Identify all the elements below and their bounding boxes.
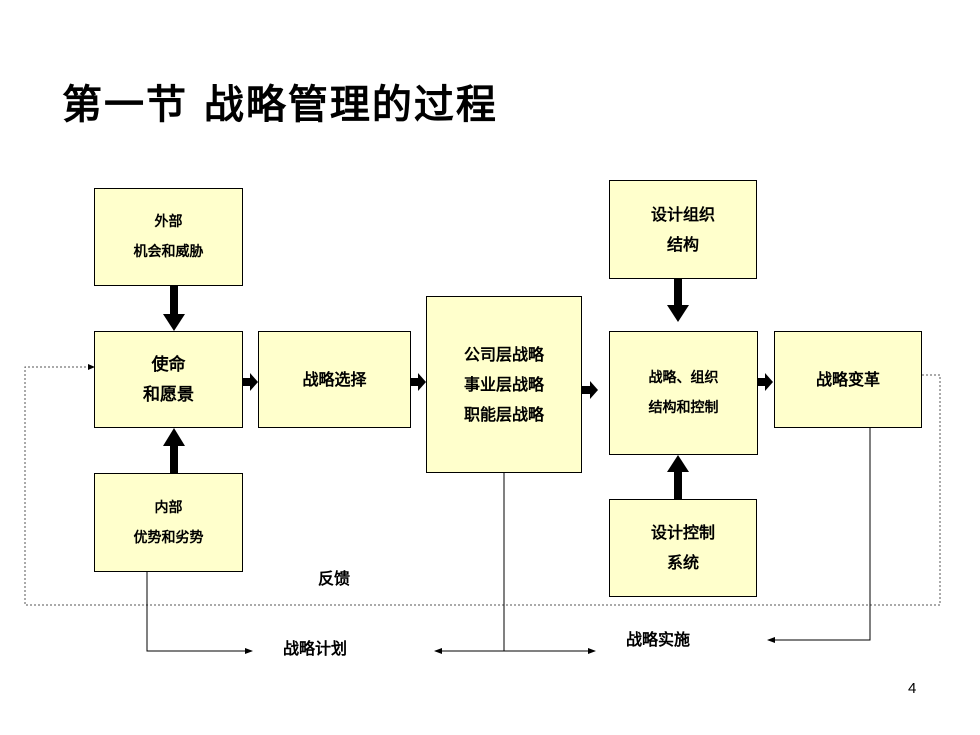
choice-label: 战略选择 [302,369,367,389]
external-opportunities-box: 外部 机会和威胁 [94,188,243,286]
arrow-levels-to-strategy [582,381,598,399]
levels-corporate: 公司层战略 [463,344,544,364]
external-line-1: 外部 [154,214,183,230]
levels-business: 事业层战略 [463,374,544,394]
org-line-1: 设计组织 [650,204,715,224]
strategic-change-box: 战略变革 [774,331,922,428]
external-line-2: 机会和威胁 [133,244,204,260]
levels-functional: 职能层战略 [463,404,544,424]
strategy-plan-label: 战略计划 [283,639,348,658]
internal-strengths-box: 内部 优势和劣势 [94,473,243,572]
implementation-connector-right [767,428,871,643]
change-label: 战略变革 [815,369,880,389]
control-system-design-box: 设计控制 系统 [609,499,757,597]
page-number: 4 [908,680,917,697]
org-line-2: 结构 [666,234,699,254]
strategy-levels-box: 公司层战略 事业层战略 职能层战略 [426,296,582,473]
strategy-control-line-1: 战略、组织 [648,370,719,386]
control-line-2: 系统 [666,553,699,572]
mission-vision-box: 使命 和愿景 [94,331,243,428]
org-structure-design-box: 设计组织 结构 [609,180,757,279]
arrow-external-to-mission [163,286,185,331]
strategy-control-line-2: 结构和控制 [648,400,719,416]
arrow-strategy-to-change [758,373,773,391]
control-line-1: 设计控制 [650,523,715,542]
slide-title: 第一节 战略管理的过程 [62,82,498,128]
feedback-arrowhead [88,364,95,370]
arrow-org-to-strategy [667,279,689,322]
plan-connector-left [146,572,253,654]
internal-line-1: 内部 [154,499,183,516]
feedback-loop-line [24,366,941,606]
feedback-label: 反馈 [318,569,351,588]
mission-line-1: 使命 [151,354,186,375]
arrow-internal-to-mission [163,428,185,473]
mission-line-2: 和愿景 [143,384,194,405]
arrow-choice-to-levels [411,373,426,391]
arrow-control-to-strategy [667,455,689,499]
internal-line-2: 优势和劣势 [133,529,204,546]
strategy-choice-box: 战略选择 [258,331,411,428]
strategy-structure-control-box: 战略、组织 结构和控制 [609,331,758,455]
arrow-mission-to-choice [243,373,258,391]
strategy-implementation-label: 战略实施 [626,630,691,649]
